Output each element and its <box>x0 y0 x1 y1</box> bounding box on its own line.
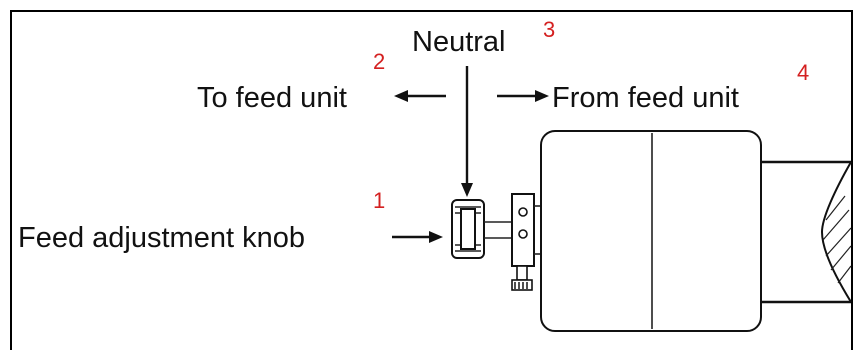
feed-unit-body <box>540 130 762 332</box>
mounting-bracket <box>511 193 542 291</box>
feed-unit-shaft <box>761 160 852 304</box>
label-neutral: Neutral <box>412 26 506 58</box>
callout-4: 4 <box>797 60 809 85</box>
label-feed-adjustment-knob: Feed adjustment knob <box>18 222 305 254</box>
label-to-feed-unit: To feed unit <box>197 82 347 114</box>
callout-2: 2 <box>373 49 385 74</box>
arrow-from-feed-unit <box>497 90 549 102</box>
feed-adjustment-knob <box>451 199 485 259</box>
knob-shaft <box>484 221 512 239</box>
arrow-to-feed-unit <box>394 90 446 102</box>
callout-3: 3 <box>543 17 555 42</box>
arrow-feed-adjustment-knob <box>392 231 443 243</box>
callout-1: 1 <box>373 188 385 213</box>
arrow-neutral <box>461 66 473 197</box>
label-from-feed-unit: From feed unit <box>552 82 739 114</box>
diagram-frame <box>10 10 853 350</box>
